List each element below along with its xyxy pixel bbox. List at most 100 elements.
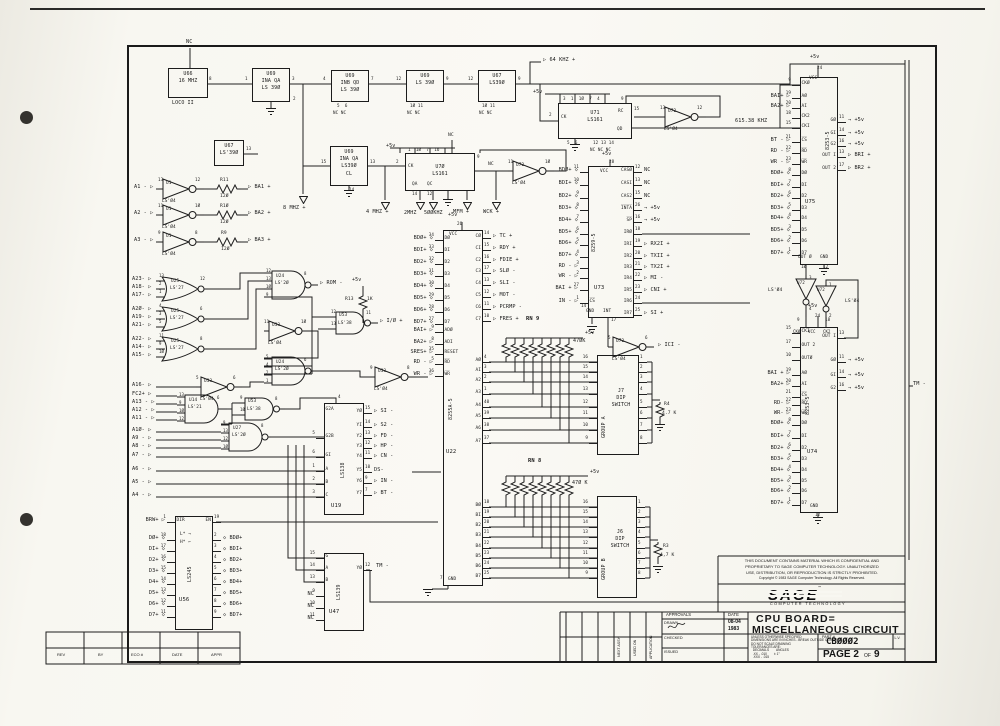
gate-part: LS'2Ø <box>275 367 289 372</box>
pin-label: I̅N̅T̅A̅ <box>621 205 632 211</box>
wire-stub <box>435 300 443 301</box>
pin-number: 16 <box>839 381 845 387</box>
chip-label-U66: 16 MHZ <box>178 78 198 85</box>
pin-number: 3 <box>788 223 791 229</box>
pin-number: 1 <box>484 385 487 391</box>
spec-line: DIMENSIONS ARE IN INCHES - BREAK OUTSIDE… <box>751 638 842 643</box>
text-LS'Ø4: LS'Ø4 <box>768 288 783 293</box>
pin-number: 7 <box>576 213 579 219</box>
wire-stub <box>213 522 221 523</box>
text-NC NC: NC NC <box>333 110 347 115</box>
pin-number: 1 <box>788 496 791 502</box>
drawn-date: 08-04 <box>728 619 741 625</box>
signal-D5+: D5+ ◇ <box>148 590 165 596</box>
wire-stub <box>316 596 324 597</box>
pin-label: B3 <box>475 532 481 538</box>
text-14: 14 <box>349 187 355 192</box>
text-1Ø: 1Ø <box>801 264 807 269</box>
signal-DS-: DS- <box>374 467 384 473</box>
text-R1Ø: R1Ø <box>220 204 229 209</box>
text-1Ø 11: 1Ø 11 <box>410 103 424 108</box>
wire-stub <box>580 257 588 258</box>
pin-number: 5 <box>431 355 434 361</box>
pin-number: 26 <box>635 201 641 207</box>
rev-strip-header: ECO # <box>131 652 144 657</box>
wire-stub <box>213 606 221 607</box>
chip-U70 <box>405 153 475 191</box>
text-QC: QC <box>427 182 433 187</box>
signal-BA1 +: ▷ BA1 + <box>248 184 271 190</box>
signal-RD -: RD - ▷ <box>770 148 790 154</box>
pin-number: 12 <box>266 267 272 273</box>
pin-number: 38 <box>484 421 490 427</box>
signal-BA2+: BA2+ ▷ <box>413 339 433 345</box>
pin-label: S̅P̅ <box>626 217 632 223</box>
signal-NC: NC <box>644 193 651 199</box>
wire-stub <box>639 382 647 383</box>
text-1Ø 11: 1Ø 11 <box>482 103 496 108</box>
signal-A13 -: A13 - ▷ <box>132 399 155 405</box>
wire-stub <box>639 407 647 408</box>
pin-number: 4 <box>576 248 579 254</box>
wire-stub <box>213 617 221 618</box>
wire-stub <box>792 164 800 165</box>
wire-stub <box>792 415 800 416</box>
text-CK: CK <box>408 164 414 169</box>
chip-label-J6: J6 <box>616 529 624 535</box>
pin-number: 23 <box>635 283 641 289</box>
wire-stub <box>589 578 597 579</box>
resistor <box>653 542 663 560</box>
wire-stub <box>213 595 221 596</box>
text-26: 26 <box>457 221 463 226</box>
text-12: 12 <box>427 191 433 196</box>
signal-A2 -: A2 - ▷ <box>134 210 154 216</box>
pin-label: DI <box>801 182 807 188</box>
text-12: 12 <box>815 512 821 517</box>
pin-number: 3 <box>809 275 812 280</box>
pin-number: 17 <box>160 542 166 548</box>
wire-stub <box>639 372 647 373</box>
chip-label-U69: U69 <box>266 71 276 77</box>
signal-DI+: DI+ ◇ <box>148 546 165 552</box>
text-12Ø: 12Ø <box>220 220 229 225</box>
pin-number: 12 <box>195 177 201 182</box>
text-5ØØKHZ: 5ØØKHZ <box>424 210 443 216</box>
pin-number: 11 <box>264 319 270 324</box>
pin-label: CASØ <box>621 167 632 173</box>
pin-number: 13 <box>839 148 845 154</box>
wire-stub <box>483 527 491 528</box>
pin-number: 9 <box>788 76 791 82</box>
pin-number: 3 <box>484 363 487 369</box>
signal-NC: NC <box>644 180 651 186</box>
gate-ref: U33 <box>378 369 387 374</box>
gate-ref: U24 <box>276 274 285 279</box>
pin-number: 10 <box>309 599 315 605</box>
pin-number: 13 <box>159 273 165 278</box>
signal-BD7+: BD7+ ◇ <box>558 252 578 258</box>
pin-number: 8 <box>788 416 791 422</box>
wire-stub <box>364 483 372 484</box>
part-number: CBØØØ2 <box>826 637 859 647</box>
gate-ref: U72 <box>668 109 677 114</box>
pin-label: G2A <box>325 406 334 412</box>
wire-stub <box>167 573 175 574</box>
wire-stub <box>792 198 800 199</box>
signal-BDØ+: BDØ+ ◇ <box>413 235 433 241</box>
pin-label: C <box>325 492 329 498</box>
text-9: 9 <box>518 76 521 81</box>
gate-part: LS'Ø4 <box>374 387 388 392</box>
pin-number: 9 <box>159 341 162 346</box>
gate-inverter-U1 <box>158 204 204 226</box>
gate-inverter-U72 <box>815 282 837 324</box>
signal-A21-: A21- ▷ <box>132 322 152 328</box>
signal-+5v: → +5v <box>848 130 865 136</box>
pin-number: 19 <box>484 508 490 514</box>
pin-number: 3 <box>788 474 791 480</box>
pin-label: A2 <box>475 377 481 383</box>
notice-line: THIS DOCUMENT CONTAINS MATERIAL WHICH IS… <box>744 558 880 563</box>
pin-number: 15 <box>365 404 371 410</box>
chip-part-J7: GROUP A <box>601 416 607 438</box>
pin-number: 30 <box>428 279 434 285</box>
pin-number: 11 <box>508 159 514 164</box>
wire-stub <box>580 268 588 269</box>
